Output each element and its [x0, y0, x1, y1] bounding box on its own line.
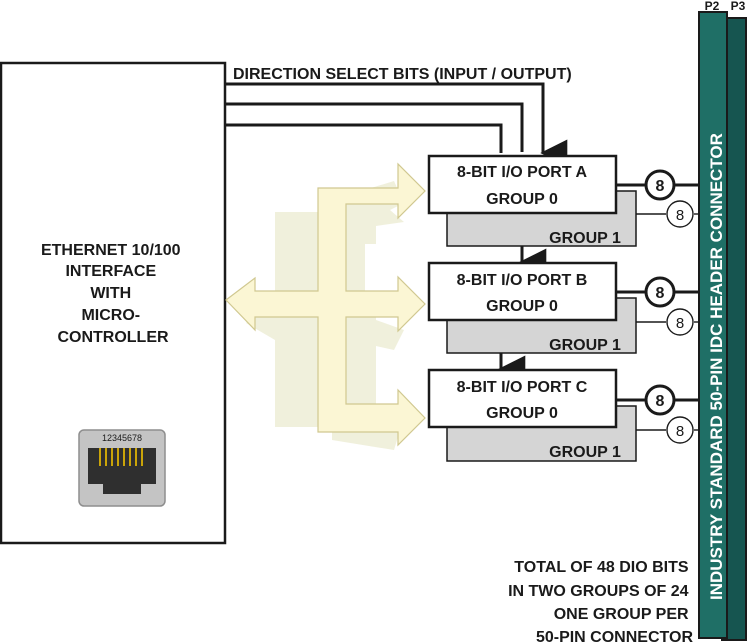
- controller-box: [0, 61, 227, 545]
- connector-p2-front: [698, 11, 728, 639]
- footnote-line-1: TOTAL OF 48 DIO BITS: [514, 559, 689, 576]
- port-b-width-top: 8: [656, 285, 665, 302]
- port-a-title: 8-BIT I/O PORT A: [457, 164, 588, 181]
- header-connector: P2 P3 INDUSTRY STANDARD 50-PIN IDC HEADE…: [698, 0, 747, 641]
- port-b: GROUP 1 8-BIT I/O PORT B GROUP 0 8 8: [427, 261, 700, 354]
- port-a-width-top-circle: [644, 169, 676, 201]
- port-a-width-top: 8: [656, 178, 665, 195]
- port-a-width-bottom-circle: [666, 200, 694, 228]
- port-b-group1-label: GROUP 1: [549, 337, 621, 354]
- footnote: TOTAL OF 48 DIO BITS IN TWO GROUPS OF 24…: [508, 559, 693, 644]
- port-a-group0-label: GROUP 0: [486, 191, 558, 208]
- connector-p3-label: P3: [731, 0, 746, 13]
- port-a-width-bottom: 8: [676, 207, 684, 224]
- port-c-title: 8-BIT I/O PORT C: [457, 379, 588, 396]
- controller-block: ETHERNET 10/100 INTERFACE WITH MICRO- CO…: [0, 61, 227, 545]
- footnote-line-3: ONE GROUP PER: [554, 606, 689, 623]
- port-b-width-bottom-circle: [666, 308, 694, 336]
- port-c-width-bottom: 8: [676, 423, 684, 440]
- connector-p2-label: P2: [705, 0, 720, 13]
- data-bus-arrow: [225, 162, 426, 447]
- controller-line-4: MICRO-: [81, 307, 140, 324]
- footnote-line-2: IN TWO GROUPS OF 24: [508, 583, 689, 600]
- port-c-group0-label: GROUP 0: [486, 405, 558, 422]
- connector-label: INDUSTRY STANDARD 50-PIN IDC HEADER CONN…: [707, 133, 726, 600]
- port-a-group1-label: GROUP 1: [549, 230, 621, 247]
- controller-text: ETHERNET 10/100 INTERFACE WITH MICRO- CO…: [41, 242, 185, 346]
- controller-line-5: CONTROLLER: [57, 329, 169, 346]
- port-b-width-bottom: 8: [676, 315, 684, 332]
- port-c-group1-label: GROUP 1: [549, 444, 621, 461]
- port-c: GROUP 1 8-BIT I/O PORT C GROUP 0 8 8: [427, 368, 700, 462]
- controller-line-3: WITH: [90, 285, 131, 302]
- footnote-line-4: 50-PIN CONNECTOR: [536, 629, 694, 644]
- controller-line-1: ETHERNET 10/100: [41, 242, 181, 259]
- rj45-pin-numbers: 12345678: [102, 433, 142, 443]
- direction-select-label: DIRECTION SELECT BITS (INPUT / OUTPUT): [233, 66, 572, 83]
- port-b-width-top-circle: [644, 276, 676, 308]
- port-a-group0-box: [427, 154, 618, 215]
- port-c-width-top-circle: [644, 384, 676, 416]
- port-b-group0-label: GROUP 0: [486, 298, 558, 315]
- controller-line-2: INTERFACE: [65, 263, 156, 280]
- port-a: GROUP 1 8-BIT I/O PORT A GROUP 0 8 8: [427, 154, 700, 247]
- rj45-jack-icon: 12345678: [78, 429, 166, 507]
- port-c-width-bottom-circle: [666, 416, 694, 444]
- direction-select-lines: [225, 82, 568, 167]
- data-bus: [225, 162, 426, 450]
- port-c-width-top: 8: [656, 393, 665, 410]
- port-b-group0-box: [427, 261, 618, 322]
- port-b-title: 8-BIT I/O PORT B: [457, 272, 588, 289]
